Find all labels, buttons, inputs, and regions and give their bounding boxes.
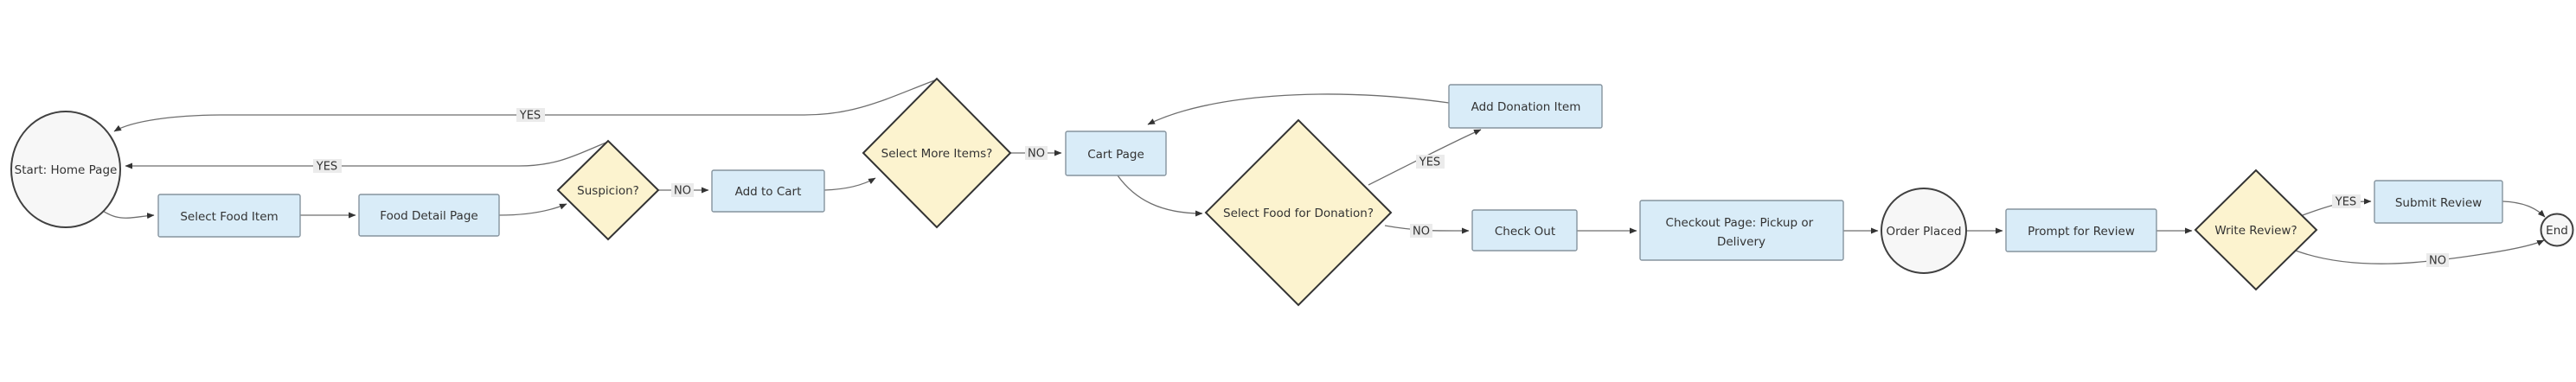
process-box-shape: [2005, 208, 2157, 252]
node-label: Add Donation Item: [1471, 100, 1581, 114]
edge-food-detail-page-to-suspicion: [498, 203, 567, 216]
node-label: Select Food Item: [180, 210, 278, 224]
process-box-shape: [2374, 180, 2503, 224]
edge-label-text: YES: [2335, 196, 2356, 209]
node-label-line1: Checkout Page: Pickup or: [1666, 216, 1814, 230]
node-food-detail-page: Food Detail Page: [358, 194, 500, 237]
node-suspicion: Suspicion?: [556, 139, 660, 241]
edge-label-text: NO: [674, 185, 691, 198]
node-add-to-cart: Add to Cart: [711, 169, 825, 213]
start-circle-shape: [10, 111, 121, 228]
node-order-placed: Order Placed: [1881, 188, 1967, 274]
process-box-shape: [1448, 84, 1603, 129]
node-checkout-page: Checkout Page: Pickup or Delivery: [1639, 200, 1844, 261]
edge-label-more-items-no: NO: [1025, 146, 1048, 161]
decision-diamond-shape: [556, 139, 660, 241]
terminal-circle-shape: [1881, 188, 1967, 274]
node-add-donation-item: Add Donation Item: [1448, 84, 1603, 129]
edge-start-to-select-food-item: [99, 208, 155, 220]
edge-cart-page-to-select-food-donation: [1117, 175, 1203, 217]
edge-label-bg: [671, 183, 694, 197]
process-box-shape: [1471, 209, 1578, 251]
node-write-review: Write Review?: [2194, 169, 2318, 291]
edge-label-write-review-yes: YES: [2332, 194, 2361, 209]
process-box-shape: [1639, 200, 1844, 261]
edge-select-more-items-yes-to-start: [113, 79, 938, 132]
node-start-home-page: Start: Home Page: [10, 111, 121, 228]
process-box-shape: [358, 194, 500, 237]
edge-label-text: NO: [1413, 226, 1430, 239]
edge-write-review-no-to-end: [2295, 239, 2545, 264]
edge-suspicion-yes-to-start: [125, 141, 609, 169]
edge-donation-yes-to-add-donation-item: [1368, 129, 1482, 186]
edge-label-bg: [1416, 155, 1445, 169]
node-select-food-donation: Select Food for Donation?: [1204, 118, 1393, 307]
edge-label-donation-no: NO: [1410, 224, 1432, 239]
node-label: Select More Items?: [881, 147, 993, 161]
node-end: End: [2540, 213, 2574, 247]
node-label: Food Detail Page: [380, 209, 477, 223]
node-select-food-item: Select Food Item: [157, 194, 301, 238]
edge-label-bg: [2332, 194, 2361, 208]
node-label: Prompt for Review: [2028, 225, 2135, 239]
edge-label-more-items-yes: YES: [516, 108, 545, 123]
node-label: Add to Cart: [735, 185, 802, 199]
process-box-shape: [157, 194, 301, 238]
edge-label-bg: [1410, 224, 1432, 238]
node-label: Check Out: [1495, 225, 1555, 239]
edge-label-write-review-no: NO: [2426, 253, 2449, 268]
process-box-shape: [1065, 131, 1167, 176]
node-label: Cart Page: [1087, 148, 1144, 162]
node-label: Submit Review: [2395, 196, 2482, 210]
node-label: Start: Home Page: [15, 163, 118, 177]
node-prompt-for-review: Prompt for Review: [2005, 208, 2157, 252]
node-label: End: [2546, 224, 2568, 238]
edge-add-to-cart-to-select-more-items: [823, 177, 876, 191]
edge-label-text: NO: [2429, 255, 2446, 268]
node-submit-review: Submit Review: [2374, 180, 2503, 224]
decision-diamond-shape: [2194, 169, 2318, 291]
edge-label-bg: [1025, 146, 1048, 160]
edge-label-text: NO: [1028, 148, 1045, 161]
end-circle-shape: [2540, 213, 2574, 247]
edge-label-text: YES: [316, 161, 337, 174]
edge-submit-review-to-end: [2502, 201, 2546, 218]
decision-diamond-shape: [862, 77, 1012, 229]
edge-label-text: YES: [519, 110, 541, 123]
edge-label-donation-yes: YES: [1416, 155, 1445, 169]
edge-label-bg: [516, 108, 545, 122]
node-check-out: Check Out: [1471, 209, 1578, 251]
node-label: Write Review?: [2214, 224, 2297, 238]
edge-label-suspicion-no: NO: [671, 183, 694, 198]
node-select-more-items: Select More Items?: [862, 77, 1012, 229]
edge-label-suspicion-yes: YES: [313, 159, 342, 174]
node-cart-page: Cart Page: [1065, 131, 1167, 176]
edge-label-text: YES: [1419, 156, 1440, 169]
process-box-shape: [711, 169, 825, 213]
node-label: Select Food for Donation?: [1223, 207, 1374, 220]
edge-add-donation-item-to-cart-page: [1147, 93, 1450, 125]
node-label: Checkout Page: Pickup or Delivery: [1666, 216, 1817, 249]
decision-diamond-shape: [1204, 118, 1393, 307]
node-label-line2: Delivery: [1717, 235, 1765, 249]
edge-label-bg: [2426, 253, 2449, 267]
node-label: Suspicion?: [577, 184, 639, 198]
node-label: Order Placed: [1886, 225, 1961, 239]
edge-label-bg: [313, 159, 342, 173]
